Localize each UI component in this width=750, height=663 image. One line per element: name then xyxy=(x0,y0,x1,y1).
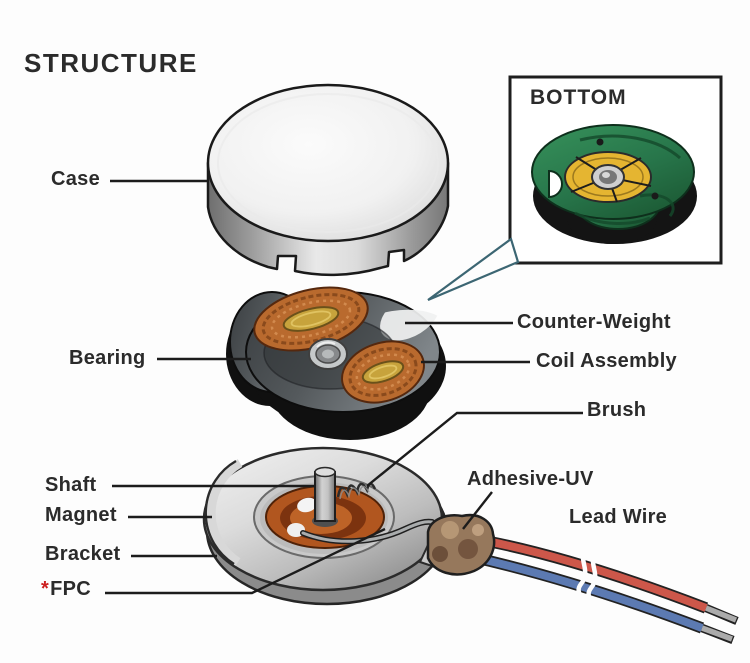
fpc-text: FPC xyxy=(50,578,91,600)
label-coil-assembly: Coil Assembly xyxy=(536,350,677,372)
pcb-notch xyxy=(548,169,563,199)
case-art xyxy=(206,83,450,277)
wire-tip-blue xyxy=(701,625,733,642)
label-fpc: *FPC xyxy=(41,578,91,600)
leader-adhesive xyxy=(462,491,493,530)
inset-pointer xyxy=(427,237,520,302)
inset-box xyxy=(427,75,723,302)
inset-title: BOTTOM xyxy=(530,86,627,109)
bottom-view-art xyxy=(531,124,697,244)
shaft-art xyxy=(312,466,338,527)
rotor-art xyxy=(226,286,446,440)
wire-break-mark xyxy=(576,546,588,606)
label-bearing: Bearing xyxy=(69,347,146,369)
label-brush: Brush xyxy=(587,399,647,421)
bearing-art xyxy=(308,338,348,370)
label-lead-wire: Lead Wire xyxy=(569,506,668,528)
wire-tip-red xyxy=(704,605,738,623)
leader-brush xyxy=(366,411,583,487)
adhesive-art xyxy=(426,513,496,576)
leader-fpc xyxy=(105,527,386,595)
fpc-asterisk: * xyxy=(41,578,50,600)
label-shaft: Shaft xyxy=(45,474,97,496)
label-magnet: Magnet xyxy=(45,504,117,526)
bracket-tab-arc xyxy=(206,459,243,566)
coil-lower xyxy=(341,340,425,404)
label-adhesive-uv: Adhesive-UV xyxy=(467,468,594,490)
lead-wire-art xyxy=(466,532,739,644)
page-title: STRUCTURE xyxy=(24,48,198,78)
label-case: Case xyxy=(51,168,101,190)
leader-lines xyxy=(105,179,583,595)
coil-upper xyxy=(253,286,369,352)
label-counter-weight: Counter-Weight xyxy=(517,311,671,333)
label-bracket: Bracket xyxy=(45,543,121,565)
bracket-art xyxy=(202,446,464,606)
